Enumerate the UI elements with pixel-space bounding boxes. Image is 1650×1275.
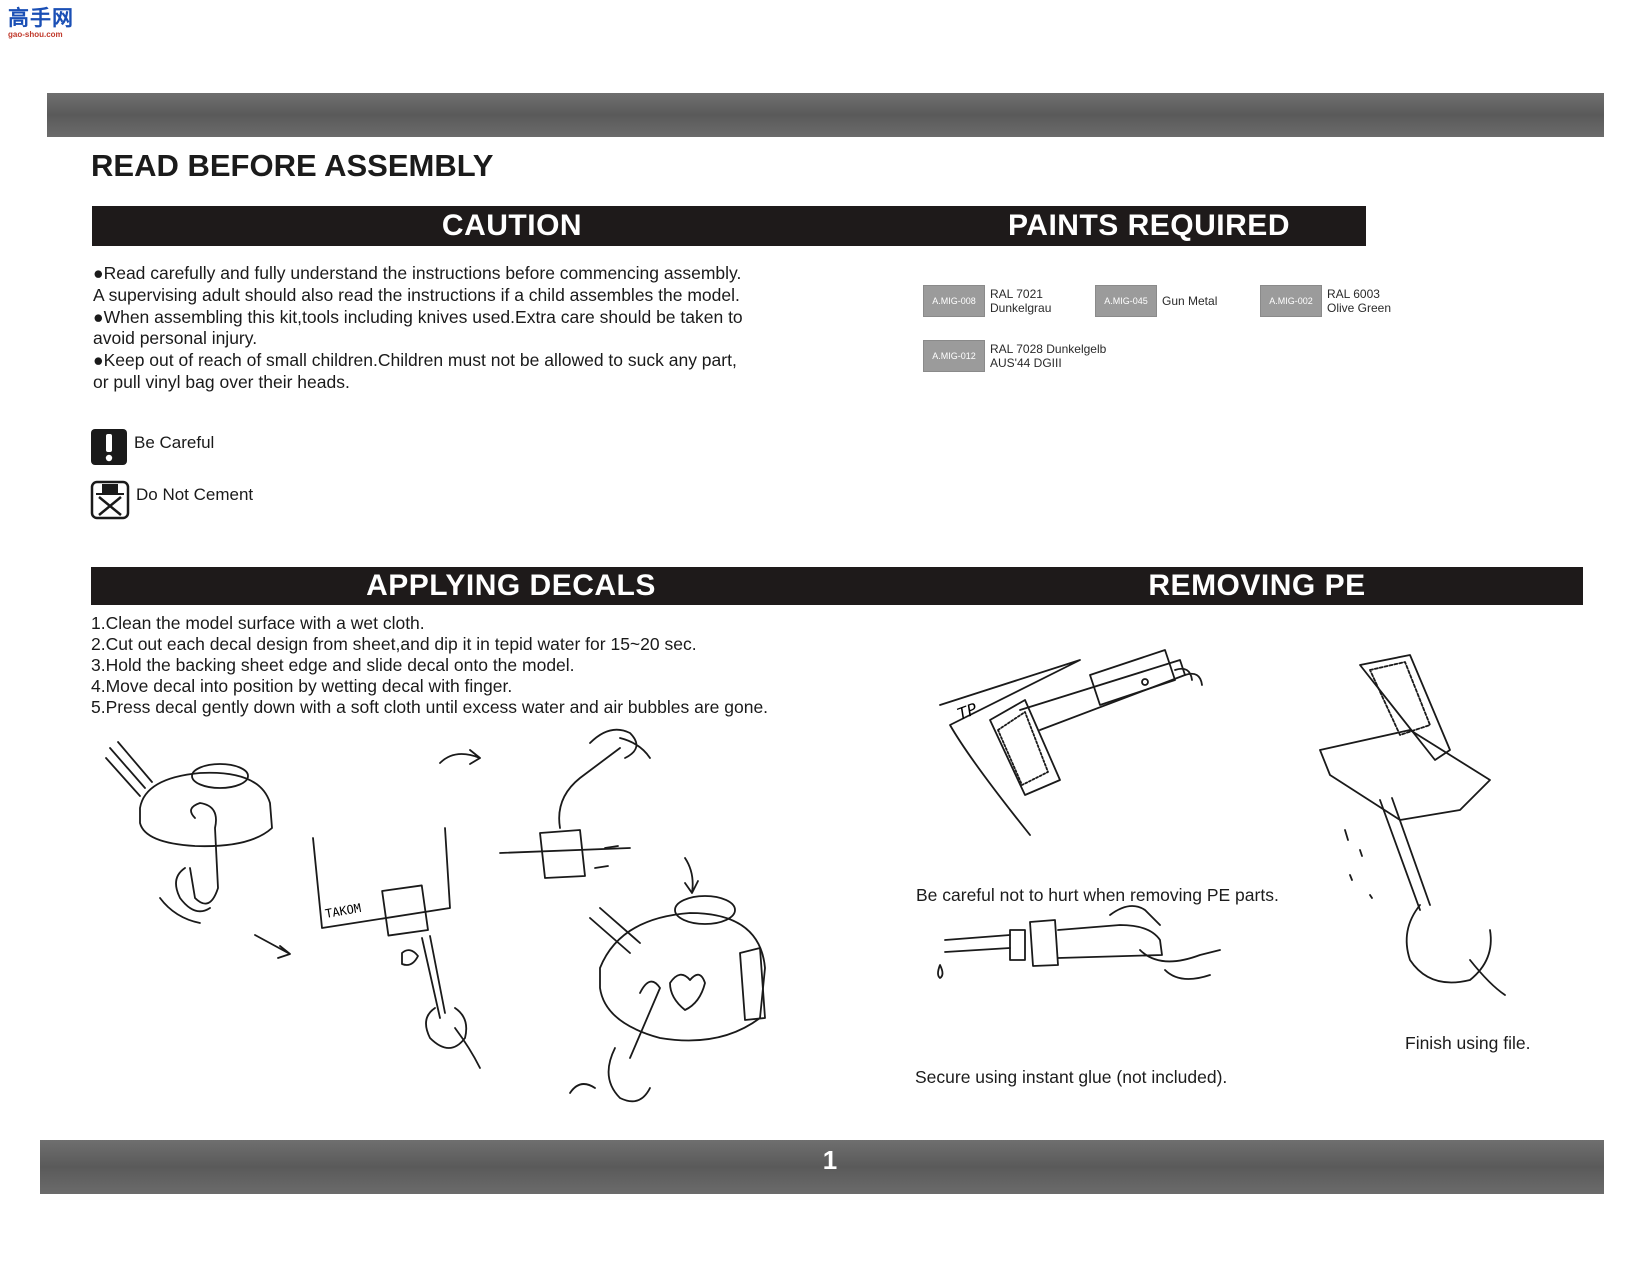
footer-band bbox=[40, 1140, 1604, 1194]
paint-name-line: Olive Green bbox=[1327, 301, 1392, 315]
paint-chip: A.MIG-012 bbox=[923, 340, 985, 372]
watermark-logo: 高手网 gao-shou.com bbox=[8, 6, 74, 40]
caution-line: avoid personal injury. bbox=[93, 328, 258, 349]
paint-name-line: RAL 7028 Dunkelgelb bbox=[990, 342, 1107, 356]
logo-subtext: gao-shou.com bbox=[8, 30, 63, 39]
water-dip-drawing bbox=[499, 728, 651, 879]
pe-title: REMOVING PE bbox=[1148, 569, 1366, 602]
page-number: 1 bbox=[822, 1145, 838, 1175]
caution-line: or pull vinyl bag over their heads. bbox=[93, 371, 350, 392]
paints-header: PAINTS REQUIRED bbox=[932, 206, 1366, 246]
turret-apply-drawing bbox=[569, 895, 766, 1103]
paint-item: A.MIG-045 Gun Metal bbox=[1095, 285, 1217, 317]
paint-name-line: AUS'44 DGIII bbox=[990, 356, 1062, 370]
decal-step: 2.Cut out each decal design from sheet,a… bbox=[91, 634, 697, 654]
header-band bbox=[47, 93, 1604, 137]
paints-title: PAINTS REQUIRED bbox=[1008, 209, 1290, 242]
exclamation-icon bbox=[91, 429, 127, 465]
paint-name: RAL 7028 Dunkelgelb AUS'44 DGIII bbox=[990, 342, 1106, 370]
arrow-icon bbox=[439, 749, 481, 765]
turret-wipe-drawing bbox=[105, 741, 273, 924]
decal-steps: 1.Clean the model surface with a wet clo… bbox=[91, 613, 851, 718]
paint-name: RAL 6003 Olive Green bbox=[1327, 287, 1391, 315]
caution-line: A supervising adult should also read the… bbox=[93, 284, 740, 305]
paint-chip: A.MIG-002 bbox=[1260, 285, 1322, 317]
decal-step: 3.Hold the backing sheet edge and slide … bbox=[91, 655, 575, 675]
caution-line: ●Keep out of reach of small children.Chi… bbox=[93, 350, 737, 371]
paint-name-line: RAL 6003 bbox=[1327, 287, 1380, 301]
paint-name-line: RAL 7021 bbox=[990, 287, 1043, 301]
paint-item: A.MIG-002 RAL 6003 Olive Green bbox=[1260, 285, 1391, 317]
paint-name-line: Gun Metal bbox=[1162, 294, 1218, 308]
paint-item: A.MIG-008 RAL 7021 Dunkelgrau bbox=[923, 285, 1051, 317]
legend-do-not-cement: Do Not Cement bbox=[90, 480, 253, 520]
caution-text: ●Read carefully and fully understand the… bbox=[93, 263, 813, 394]
paint-name: Gun Metal bbox=[1162, 294, 1217, 308]
pe-illustration: TP bbox=[937, 649, 1506, 996]
paint-item: A.MIG-012 RAL 7028 Dunkelgelb AUS'44 DGI… bbox=[923, 340, 1106, 372]
sheet-label: TAKOM bbox=[324, 901, 362, 921]
pe-fret-drawing bbox=[939, 649, 1203, 836]
arrow-icon bbox=[254, 934, 291, 959]
legend-label: Do Not Cement bbox=[136, 485, 254, 504]
decal-step: 5.Press decal gently down with a soft cl… bbox=[91, 697, 769, 717]
legend-label: Be Careful bbox=[134, 433, 215, 452]
decal-illustration: TAKOM bbox=[105, 728, 766, 1103]
caption-glue: Secure using instant glue (not included)… bbox=[915, 1067, 1228, 1087]
paint-name: RAL 7021 Dunkelgrau bbox=[990, 287, 1051, 315]
caption-file: Finish using file. bbox=[1405, 1033, 1531, 1053]
decals-title: APPLYING DECALS bbox=[366, 569, 656, 602]
arrow-icon bbox=[684, 857, 699, 894]
paint-chip: A.MIG-045 bbox=[1095, 285, 1157, 317]
glue-drawing bbox=[937, 905, 1221, 980]
caution-line: ●Read carefully and fully understand the… bbox=[93, 263, 742, 283]
caption-careful: Be careful not to hurt when removing PE … bbox=[916, 885, 1279, 905]
decal-step: 4.Move decal into position by wetting de… bbox=[91, 676, 513, 696]
legend-be-careful: Be Careful bbox=[90, 428, 214, 468]
do-not-cement-icon bbox=[90, 480, 130, 520]
decals-header: APPLYING DECALS bbox=[91, 567, 931, 605]
page-title: READ BEFORE ASSEMBLY bbox=[91, 148, 494, 183]
decal-step: 1.Clean the model surface with a wet clo… bbox=[91, 613, 425, 633]
paint-name-line: Dunkelgrau bbox=[990, 301, 1052, 315]
caution-title: CAUTION bbox=[441, 209, 583, 242]
logo-text: 高手网 bbox=[8, 6, 74, 30]
pe-header: REMOVING PE bbox=[931, 567, 1583, 605]
caution-line: ●When assembling this kit,tools includin… bbox=[93, 306, 743, 327]
caution-header: CAUTION bbox=[92, 206, 932, 246]
decal-sheet-drawing bbox=[312, 827, 481, 1069]
paint-chip: A.MIG-008 bbox=[923, 285, 985, 317]
file-drawing bbox=[1319, 654, 1506, 996]
